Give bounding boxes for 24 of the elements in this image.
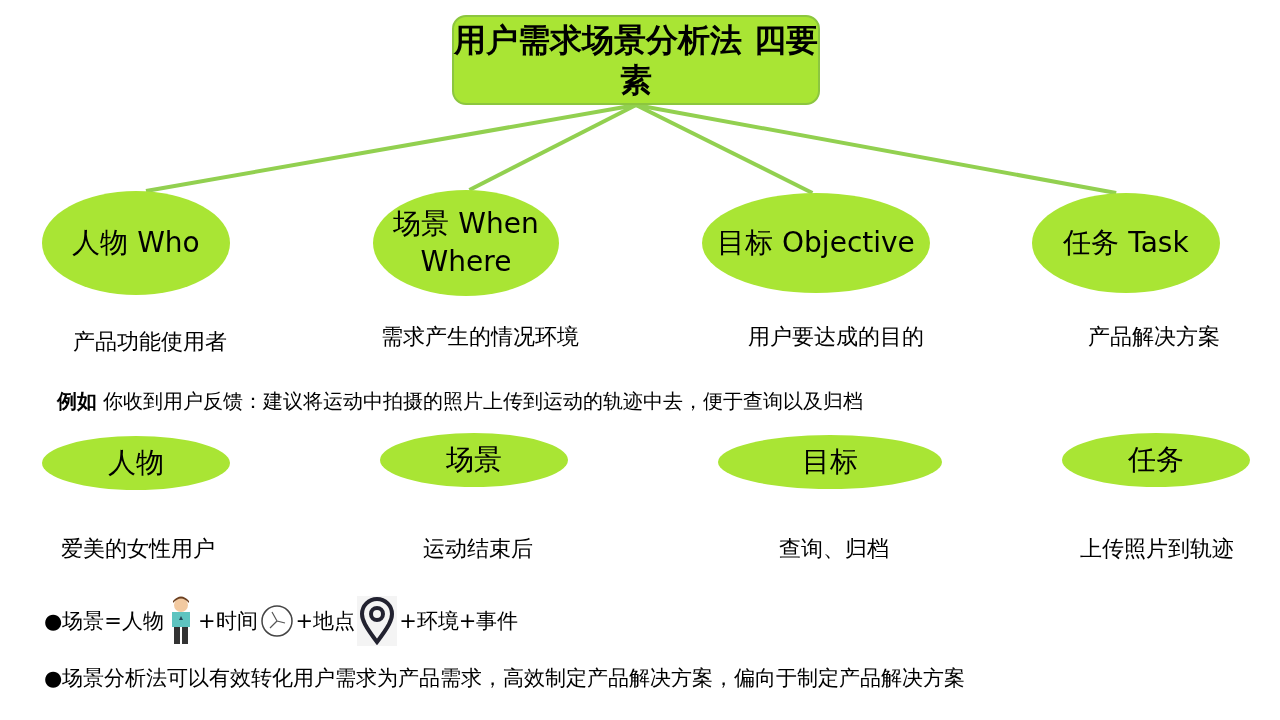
topic-ellipse: 目标 xyxy=(718,435,942,489)
example-text: 例如 你收到用户反馈：建议将运动中拍摄的照片上传到运动的轨迹中去，便于查询以及归档 xyxy=(57,388,864,415)
description-text: 查询、归档 xyxy=(779,535,889,563)
formula-term: +环境+事件 xyxy=(399,608,519,635)
topic-ellipse: 人物 xyxy=(42,436,230,490)
summary-text: ●场景分析法可以有效转化用户需求为产品需求，高效制定产品解决方案，偏向于制定产品解决方案 xyxy=(44,665,966,692)
topic-ellipse: 任务 Task xyxy=(1032,193,1220,293)
formula-term: +时间 xyxy=(197,608,258,635)
description-text: 爱美的女性用户 xyxy=(61,535,215,563)
connector-line xyxy=(635,103,1117,195)
description-text: 上传照片到轨迹 xyxy=(1080,535,1234,563)
description-text: 运动结束后 xyxy=(423,535,533,563)
description-text: 用户要达成的目的 xyxy=(748,323,924,351)
topic-ellipse: 场景 When Where xyxy=(373,190,559,296)
description-text: 需求产生的情况环境 xyxy=(381,323,579,351)
topic-ellipse: 人物 Who xyxy=(42,191,230,295)
topic-ellipse: 任务 xyxy=(1062,433,1250,487)
topic-ellipse: 目标 Objective xyxy=(702,193,930,293)
description-text: 产品解决方案 xyxy=(1088,323,1220,351)
topic-ellipse: 场景 xyxy=(380,433,568,487)
description-text: 产品功能使用者 xyxy=(73,328,227,356)
title-box: 用户需求场景分析法 四要素 xyxy=(452,15,820,105)
formula-text: ●场景=人物 xyxy=(44,608,164,635)
formula-term: +地点 xyxy=(295,608,356,635)
